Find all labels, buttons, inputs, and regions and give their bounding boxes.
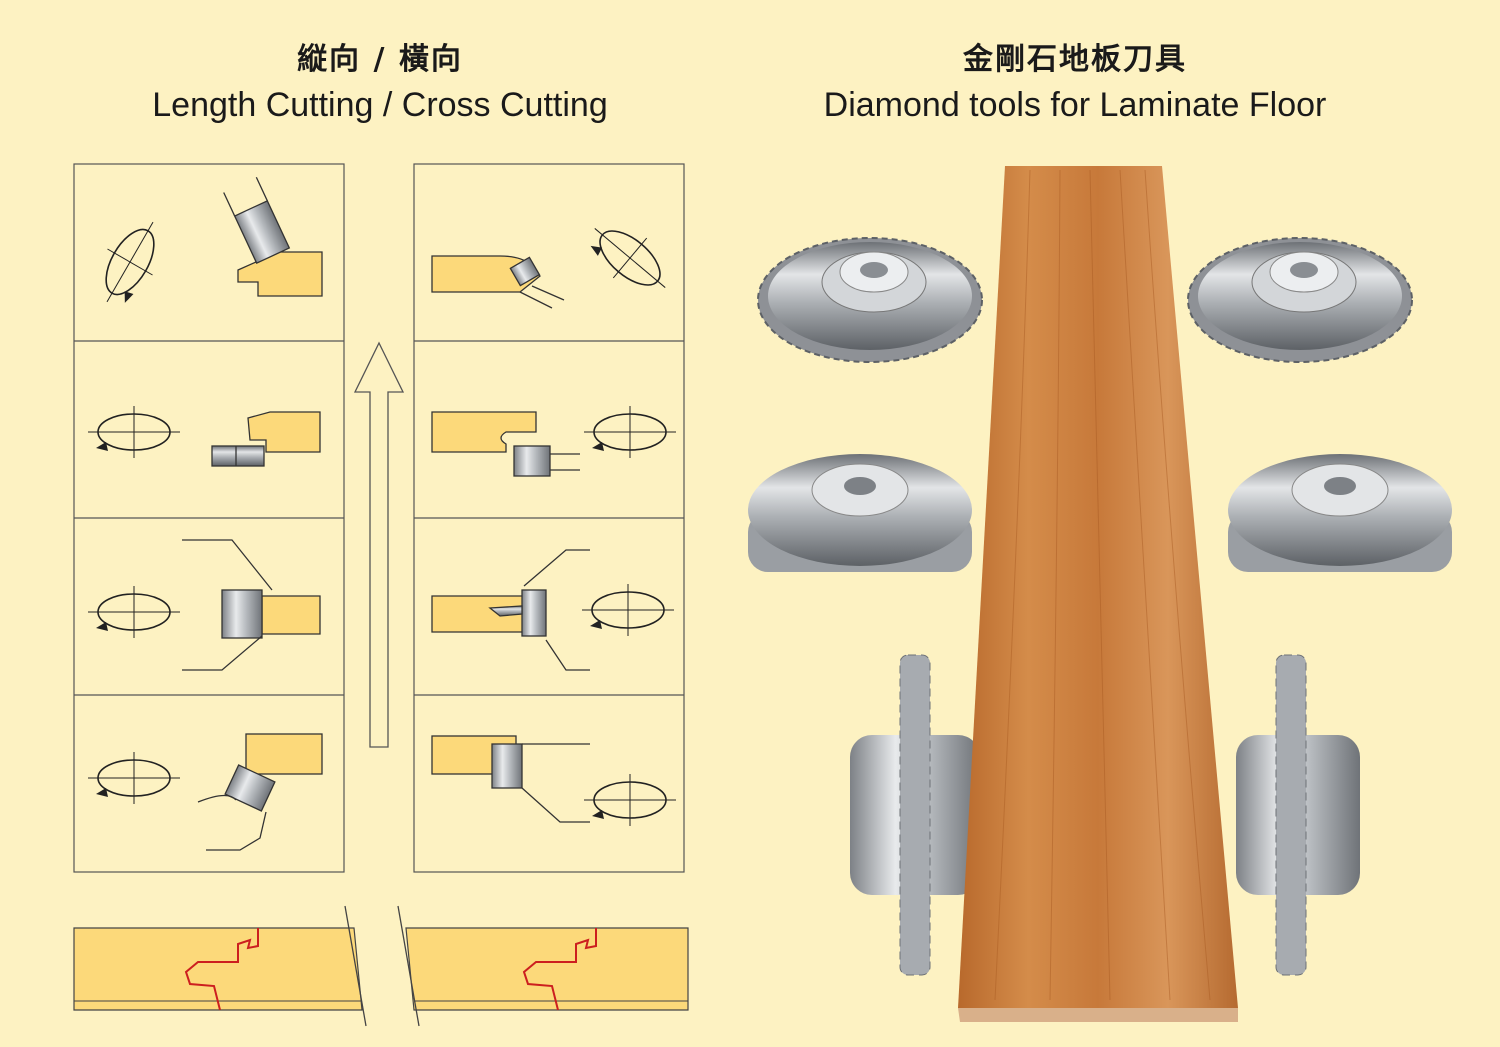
left-title: 縦向 / 橫向 Length Cutting / Cross Cutting bbox=[60, 34, 700, 125]
left-title-en: Length Cutting / Cross Cutting bbox=[152, 86, 608, 124]
cutting-grid bbox=[73, 163, 685, 873]
right-title: 金剛石地板刀具 Diamond tools for Laminate Floor bbox=[740, 34, 1410, 125]
right-title-zh: 金剛石地板刀具 bbox=[963, 42, 1187, 77]
saw-blade-icon bbox=[757, 237, 1413, 363]
up-arrow-icon bbox=[353, 341, 405, 748]
board-profiles-left bbox=[182, 176, 323, 851]
joint-profile-line-left bbox=[184, 928, 259, 1011]
rotation-ellipse-icon bbox=[83, 207, 683, 827]
right-title-en: Diamond tools for Laminate Floor bbox=[823, 86, 1327, 124]
shaft-cutter-assembly bbox=[850, 654, 1360, 976]
bottom-board-strip bbox=[73, 905, 689, 1027]
laminate-floor-plank bbox=[958, 166, 1238, 1022]
board-profiles-right bbox=[431, 255, 590, 823]
left-title-zh: 縦向 / 橫向 bbox=[297, 42, 463, 77]
profile-cutter-icon bbox=[748, 454, 1452, 572]
joint-profile-line-right bbox=[522, 928, 597, 1011]
